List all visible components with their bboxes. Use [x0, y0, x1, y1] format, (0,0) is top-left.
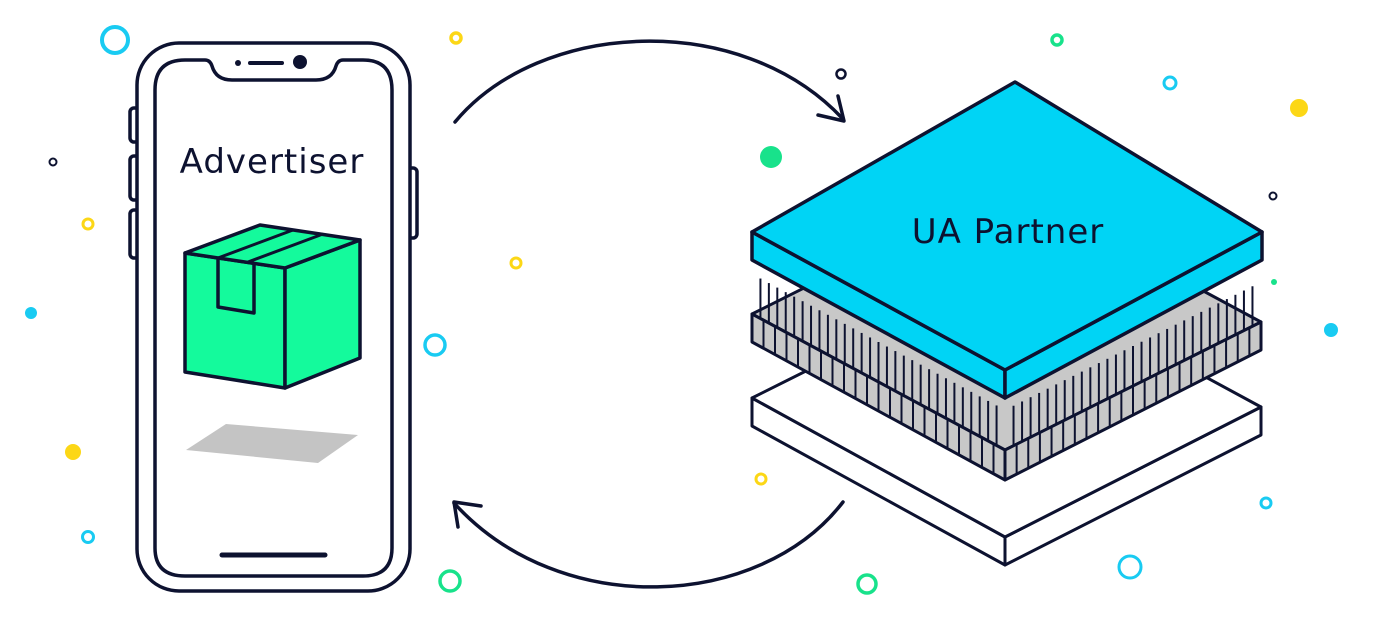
confetti-dot [835, 68, 847, 80]
package-tape-line [247, 232, 324, 264]
server-stack-icon [750, 80, 1264, 567]
phone-sensor [235, 60, 241, 66]
confetti-dot [449, 31, 463, 45]
arrow-head-to-partner [816, 94, 846, 123]
server-core-ribs [759, 278, 1254, 474]
confetti-dot [81, 217, 95, 231]
partner-label: UA Partner [912, 212, 1105, 252]
confetti-dot [423, 333, 447, 357]
confetti-dot [509, 256, 523, 270]
arrow-to-partner [453, 39, 844, 124]
confetti-dot [81, 530, 95, 544]
confetti-dot [1162, 75, 1178, 91]
partner-slab-top [750, 80, 1264, 372]
confetti-dot [1268, 191, 1278, 201]
confetti-dot [856, 573, 878, 595]
confetti-dot [100, 25, 130, 55]
confetti-dot [760, 146, 782, 168]
confetti-dot [754, 472, 768, 486]
confetti-dot [25, 307, 37, 319]
advertiser-label: Advertiser [180, 142, 365, 182]
confetti-dot [1259, 496, 1273, 510]
confetti-dot [65, 444, 81, 460]
flow-arrows [452, 39, 846, 589]
confetti-dot [1324, 323, 1338, 337]
confetti-dot [48, 157, 58, 167]
confetti-dot [438, 569, 462, 593]
confetti-dot [1290, 99, 1308, 117]
arrow-head-to-advertiser [452, 500, 483, 529]
confetti-dot [1050, 33, 1064, 47]
confetti-dots [25, 25, 1338, 595]
package-tape-line [217, 228, 294, 260]
package-box-icon [183, 223, 362, 463]
package-shadow [186, 424, 358, 463]
package-front-face [183, 251, 287, 390]
package-label-tab [216, 258, 256, 315]
confetti-dot [1271, 279, 1277, 285]
arrow-to-advertiser [452, 500, 845, 589]
confetti-dot [1117, 554, 1143, 580]
phone-camera [293, 55, 307, 69]
